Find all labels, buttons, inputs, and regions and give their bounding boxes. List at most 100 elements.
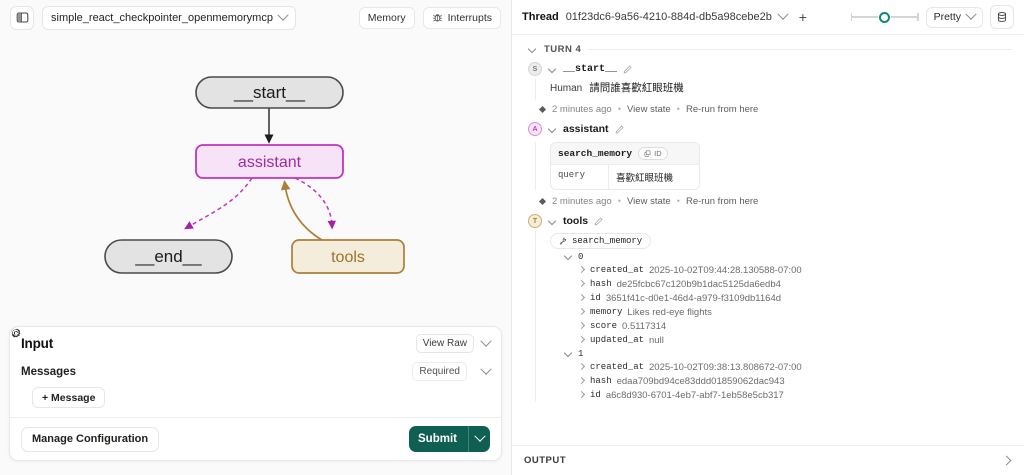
json-expand-icon[interactable] <box>578 295 585 302</box>
tool-call-arg-value: 喜歡紅眼班機 <box>616 173 674 184</box>
scroll-fade <box>512 431 1024 445</box>
submit-group: Submit <box>10 327 490 452</box>
turn-divider <box>588 49 1012 50</box>
json-result-0: 0 created_at 2025-10-02T09:44:28.130588-… <box>550 250 1024 347</box>
json-expand-icon[interactable] <box>564 252 573 261</box>
density-slider[interactable] <box>850 11 919 23</box>
message-collapse-icon[interactable] <box>548 65 557 74</box>
message-start-body: Human 請問誰喜歡紅眼班機 <box>535 79 1024 100</box>
manage-configuration-button[interactable]: Manage Configuration <box>11 327 160 452</box>
pencil-icon[interactable] <box>594 216 603 226</box>
messages-collapse-chevron-icon[interactable] <box>480 363 492 375</box>
graph-node-end[interactable]: __end__ <box>104 239 233 274</box>
json-field-value: 2025-10-02T09:44:28.130588-07:00 <box>649 264 802 276</box>
add-message-button[interactable]: + Message <box>32 387 106 408</box>
graph-node-tools[interactable]: tools <box>291 239 405 274</box>
message-start: S __start__ Human 請問誰喜歡紅眼班機 2 minutes ag… <box>512 59 1024 119</box>
chevron-down-icon <box>473 430 486 442</box>
pencil-icon[interactable] <box>623 64 632 74</box>
message-start-name: __start__ <box>563 63 618 75</box>
slider-knob[interactable] <box>879 11 891 23</box>
json-field-row[interactable]: id a6c8d930-6701-4eb7-abf7-1eb58e5cb317 <box>578 388 1024 402</box>
edge-assistant-end <box>184 177 253 230</box>
json-field-row[interactable]: created_at 2025-10-02T09:38:13.808672-07… <box>578 360 1024 374</box>
json-field-value: a6c8d930-6701-4eb7-abf7-1eb58e5cb317 <box>605 389 784 401</box>
avatar: T <box>528 214 542 228</box>
manage-configuration-label: Manage Configuration <box>32 433 149 445</box>
pencil-icon[interactable] <box>615 124 624 134</box>
json-index-row[interactable]: 0 <box>564 250 1024 263</box>
message-collapse-icon[interactable] <box>548 217 557 226</box>
interrupts-button[interactable]: Interrupts <box>422 6 501 29</box>
json-field-row[interactable]: updated_at null <box>578 333 1024 347</box>
json-expand-icon[interactable] <box>578 281 585 288</box>
thread-messages-list[interactable]: TURN 4 S __start__ Human 請問誰喜歡紅眼班機 <box>512 35 1024 445</box>
json-field-row[interactable]: hash de25fcbc67c120b9b1dac5125da6edb4 <box>578 277 1024 291</box>
turn-label: TURN 4 <box>544 44 582 55</box>
json-field-row[interactable]: id 3651f41c-d0e1-46d4-a979-f3109db1164d <box>578 291 1024 305</box>
message-start-header[interactable]: S __start__ <box>528 59 1024 79</box>
input-collapse-chevron-icon[interactable] <box>480 335 492 347</box>
json-index-row[interactable]: 1 <box>564 347 1024 360</box>
checkpoint-diamond-icon <box>538 197 547 206</box>
json-fields-0: created_at 2025-10-02T09:44:28.130588-07… <box>564 263 1024 347</box>
memory-button[interactable]: Memory <box>358 6 415 29</box>
json-field-key: hash <box>590 279 612 289</box>
rerun-from-here-link[interactable]: Re-run from here <box>686 196 759 207</box>
json-field-row[interactable]: hash edaa709bd94ce83ddd01859062dac943 <box>578 374 1024 388</box>
tool-call-id-chip[interactable]: ID <box>638 147 668 160</box>
thread-history-button[interactable] <box>990 5 1014 29</box>
input-panel-footer: Manage Configuration Submit <box>10 327 501 460</box>
graph-selector[interactable]: simple_react_checkpointer_openmemorymcp <box>42 5 296 30</box>
message-assistant-header[interactable]: A assistant <box>528 119 1024 139</box>
turn-collapse-icon[interactable] <box>528 45 537 54</box>
message-role: Human <box>550 83 583 94</box>
json-expand-icon[interactable] <box>578 337 585 344</box>
message-tools-header[interactable]: T tools <box>528 211 1024 231</box>
graph-node-assistant[interactable]: assistant <box>195 144 344 179</box>
view-raw-button[interactable]: View Raw <box>415 334 474 353</box>
edge-tools-assistant <box>280 179 323 241</box>
view-state-link[interactable]: View state <box>627 196 671 207</box>
memory-button-label: Memory <box>367 11 406 24</box>
rerun-from-here-link[interactable]: Re-run from here <box>686 104 759 115</box>
avatar: A <box>528 122 542 136</box>
new-thread-button[interactable]: + <box>798 9 807 25</box>
graph-node-assistant-label: assistant <box>238 154 302 171</box>
json-field-value: de25fcbc67c120b9b1dac5125da6edb4 <box>616 278 781 290</box>
message-assistant: A assistant search_memory <box>512 119 1024 211</box>
turn-header[interactable]: TURN 4 <box>512 35 1024 59</box>
human-message-line: Human 請問誰喜歡紅眼班機 <box>550 79 1024 100</box>
json-expand-icon[interactable] <box>578 323 585 330</box>
submit-options-button[interactable] <box>468 426 490 452</box>
json-expand-icon[interactable] <box>578 309 585 316</box>
json-field-value: Likes red-eye flights <box>627 306 712 318</box>
submit-button[interactable]: Submit <box>10 327 468 452</box>
chevron-right-icon[interactable] <box>1003 456 1012 465</box>
json-field-row[interactable]: created_at 2025-10-02T09:44:28.130588-07… <box>578 263 1024 277</box>
json-expand-icon[interactable] <box>564 349 573 358</box>
json-field-key: score <box>590 321 618 331</box>
json-field-row[interactable]: memory Likes red-eye flights <box>578 305 1024 319</box>
thread-toolbar: Thread 01f23dc6-9a56-4210-884d-db5a98ceb… <box>512 0 1024 35</box>
format-selector[interactable]: Pretty <box>925 6 983 28</box>
thread-chevron-down-icon[interactable] <box>777 8 789 20</box>
message-tools: T tools search_memory <box>512 211 1024 402</box>
json-expand-icon[interactable] <box>578 378 585 385</box>
output-bar[interactable]: OUTPUT <box>512 445 1024 475</box>
json-field-row[interactable]: score 0.5117314 <box>578 319 1024 333</box>
graph-node-start[interactable]: __start__ <box>195 76 344 109</box>
sidebar-toggle-button[interactable] <box>10 5 34 30</box>
message-timestamp: 2 minutes ago <box>552 104 612 115</box>
thread-id-value[interactable]: 01f23dc6-9a56-4210-884d-db5a98cebe2b <box>565 11 772 23</box>
message-collapse-icon[interactable] <box>548 125 557 134</box>
json-field-value: null <box>649 334 664 346</box>
tool-call-card[interactable]: search_memory ID query 喜歡紅眼班 <box>550 142 700 190</box>
tool-result-pill[interactable]: search_memory <box>550 233 652 249</box>
graph-node-tools-label: tools <box>331 249 365 266</box>
json-expand-icon[interactable] <box>578 267 585 274</box>
graph-canvas[interactable]: __start__ assistant __end__ tools <box>0 35 511 475</box>
json-expand-icon[interactable] <box>578 392 585 399</box>
view-state-link[interactable]: View state <box>627 104 671 115</box>
json-expand-icon[interactable] <box>578 364 585 371</box>
